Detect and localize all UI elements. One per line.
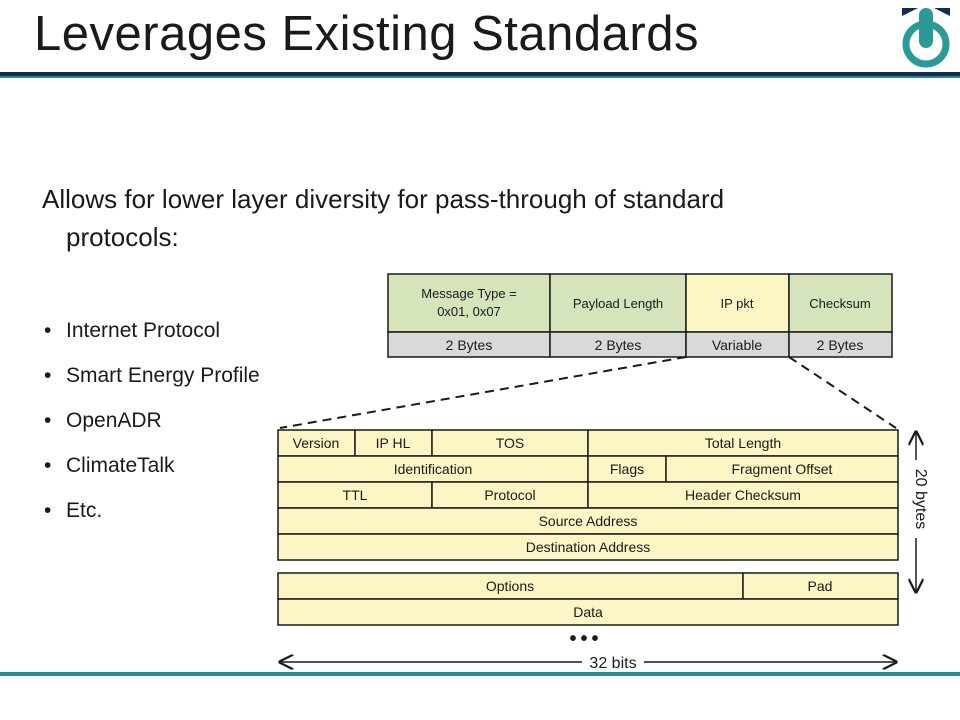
tos-label: TOS <box>496 435 525 451</box>
bullet-climatetalk: ClimateTalk <box>44 449 260 494</box>
cell-fragment-offset <box>665 455 899 483</box>
total-length-label: Total Length <box>705 435 781 451</box>
data-label: Data <box>573 604 603 620</box>
footer-rule <box>0 672 960 676</box>
width-label: 32 bits <box>589 655 636 672</box>
size-payload-length <box>549 331 687 358</box>
flags-label: Flags <box>610 461 644 477</box>
cell-ttl <box>277 481 433 509</box>
protocol-label: Protocol <box>484 487 535 503</box>
ip-pkt-label: IP pkt <box>720 296 753 311</box>
field-checksum <box>788 273 893 333</box>
bullet-etc: Etc. <box>44 494 260 539</box>
cell-total-length <box>587 429 899 457</box>
bullet-list: Internet Protocol Smart Energy Profile O… <box>44 314 260 539</box>
message-frame: Message Type = 0x01, 0x07 Payload Length… <box>387 273 893 358</box>
ip-header: Version IP HL TOS Total Length Identific… <box>277 429 899 626</box>
ttl-label: TTL <box>343 487 368 503</box>
cell-pad <box>742 572 899 600</box>
checksum-label: Checksum <box>809 296 870 311</box>
options-label: Options <box>486 578 534 594</box>
header-size-label: 20 bytes <box>912 469 929 529</box>
cell-tos <box>431 429 589 457</box>
size-checksum <box>788 331 893 358</box>
version-label: Version <box>293 435 340 451</box>
pad-label: Pad <box>808 578 833 594</box>
size-message-type <box>387 331 551 358</box>
continuation-ellipsis: ••• <box>569 628 602 650</box>
zoom-line-left <box>279 356 687 429</box>
fragment-offset-label: Fragment Offset <box>732 461 833 477</box>
field-ip-pkt <box>685 273 790 333</box>
intro-text: Allows for lower layer diversity for pas… <box>42 184 725 252</box>
slide-title: Leverages Existing Standards <box>34 7 699 61</box>
ip-hl-label: IP HL <box>376 435 411 451</box>
field-message-type <box>387 273 551 333</box>
checksum-size: 2 Bytes <box>817 337 864 353</box>
bullet-internet-protocol: Internet Protocol <box>44 314 260 359</box>
payload-length-size: 2 Bytes <box>595 337 642 353</box>
logo-icon <box>902 8 950 68</box>
cell-data <box>277 598 899 626</box>
cell-protocol <box>431 481 589 509</box>
message-type-label-1: Message Type = <box>421 286 517 301</box>
zoom-line-right <box>788 356 897 429</box>
message-type-label-2: 0x01, 0x07 <box>437 304 501 319</box>
message-type-size: 2 Bytes <box>446 337 493 353</box>
cell-destination-address <box>277 533 899 561</box>
destination-address-label: Destination Address <box>526 539 651 555</box>
header-checksum-label: Header Checksum <box>685 487 801 503</box>
bullet-smart-energy-profile: Smart Energy Profile <box>44 359 260 404</box>
ip-pkt-size: Variable <box>712 337 763 353</box>
header-rule <box>0 72 960 76</box>
cell-flags <box>587 455 667 483</box>
header-accent-rule <box>0 76 960 78</box>
source-address-label: Source Address <box>539 513 638 529</box>
identification-label: Identification <box>394 461 473 477</box>
company-logo <box>900 6 952 68</box>
payload-length-label: Payload Length <box>573 296 663 311</box>
cell-header-checksum <box>587 481 899 509</box>
bullet-openadr: OpenADR <box>44 404 260 449</box>
